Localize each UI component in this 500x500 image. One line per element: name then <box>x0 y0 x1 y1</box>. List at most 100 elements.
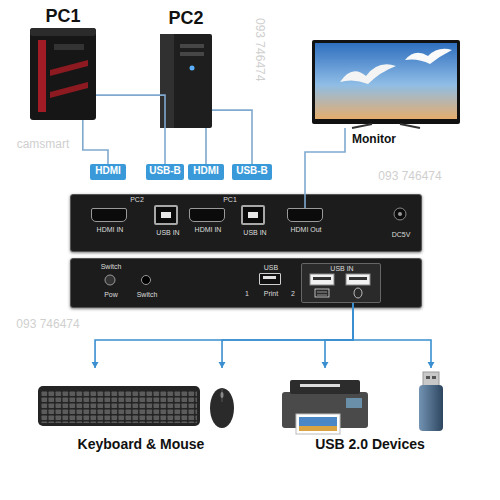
cable-line <box>96 95 165 164</box>
cable-path <box>212 110 252 164</box>
node-label: USB IN <box>231 229 279 237</box>
printer-paper <box>300 384 340 387</box>
node-label: Switch <box>93 263 129 271</box>
monitor-bezel <box>312 40 460 124</box>
node-label: USB IN <box>144 229 192 237</box>
usb-stick-plug <box>423 372 439 386</box>
usb-a-port <box>310 274 334 285</box>
node-label: Monitor <box>352 133 412 147</box>
dc-jack <box>394 208 406 220</box>
node-label: USB-B <box>232 165 272 177</box>
keyboard <box>38 386 200 426</box>
printer-lid <box>290 380 360 394</box>
cable-path <box>83 120 108 164</box>
arrow-head <box>322 362 329 368</box>
dc-jack-pin <box>398 212 402 216</box>
computer-tower: PC1 <box>30 28 96 120</box>
keyboard-icon-keys <box>317 292 327 295</box>
usb-b-port: USB IN <box>241 205 265 225</box>
usb-b-port: USB IN <box>154 205 178 225</box>
usb-plug-hole <box>432 376 436 379</box>
keyboard-icon <box>315 289 329 297</box>
printer-body <box>282 392 368 428</box>
mouse <box>210 388 234 428</box>
usb-plug-hole <box>426 376 430 379</box>
node-label: USB-B <box>146 165 184 177</box>
arrow-head <box>92 362 99 368</box>
computer-tower: PC2 <box>160 34 212 128</box>
cable-path <box>222 303 353 368</box>
pc-red-strip <box>38 40 46 112</box>
mouse-seam <box>222 389 223 402</box>
node-label: HDMI IN <box>184 226 232 234</box>
photo-ground <box>299 426 337 431</box>
hdmi-port: HDMI Out <box>287 208 323 222</box>
cable-tag: USB-B <box>146 164 184 180</box>
mouse-wheel <box>221 392 224 398</box>
cable-tag: USB-B <box>232 164 272 180</box>
mouse-icon <box>354 288 362 298</box>
photo-sky <box>299 417 337 426</box>
usb-port: USBPrint <box>259 273 281 285</box>
cable-path <box>205 128 207 164</box>
monitor: Monitor <box>312 40 460 128</box>
cable-path <box>353 303 431 368</box>
node-label: USB IN <box>302 265 382 273</box>
cable-path <box>305 128 345 208</box>
cable-line <box>83 120 108 164</box>
printer-screen <box>346 398 362 408</box>
usb-a-tongue <box>349 277 367 280</box>
watermark: 093 746474 <box>8 318 88 332</box>
usb-port-group: USB IN <box>301 263 381 303</box>
cable-line <box>92 303 353 368</box>
device-group: USB 2.0 Devices <box>270 368 470 468</box>
cable-line <box>212 110 252 164</box>
cable-path <box>325 303 353 368</box>
pc-red-accent <box>50 82 88 98</box>
usb-a-tongue <box>313 277 331 280</box>
pc-red-accent <box>50 60 88 76</box>
usb-a-port <box>346 274 370 285</box>
seagull <box>405 49 452 64</box>
switch-button <box>105 275 115 285</box>
hdmi-port: HDMI IN <box>189 208 225 222</box>
cable-line <box>305 128 345 208</box>
photo-print <box>296 414 340 434</box>
usb-stick-body <box>419 385 443 431</box>
cable-path <box>95 303 353 368</box>
watermark: 093 746474 <box>370 170 450 184</box>
node-label: DC5V <box>387 231 415 239</box>
node-label: Print <box>253 290 289 298</box>
kvm-back-panel: PC2PC1DC5VHDMI INUSB INHDMI INUSB INHDMI… <box>70 194 422 252</box>
hdmi-port: HDMI IN <box>91 208 127 222</box>
node-label: USB <box>256 264 286 272</box>
watermark: 093 746474 <box>252 18 266 81</box>
pc-tower-body <box>160 34 212 128</box>
pc-drive-bay <box>180 44 204 48</box>
watermark: camsmart <box>8 138 78 152</box>
pc-tower-body <box>30 28 96 120</box>
node-label: PC2 <box>151 8 221 29</box>
keyboard-keys <box>41 391 197 423</box>
node-label: Pow <box>93 291 129 299</box>
node-label: Keyboard & Mouse <box>30 436 252 452</box>
node-label: HDMI Out <box>282 226 330 234</box>
node-label: PC1 <box>217 196 243 204</box>
cable-line <box>206 128 207 164</box>
kvm-front-panel: SwitchPowSwitchUSBPrintUSB IN <box>70 258 422 308</box>
pc-tower-top <box>30 28 96 36</box>
node-label: HDMI IN <box>86 226 134 234</box>
cable-path <box>96 95 165 164</box>
node-label: PC1 <box>28 6 98 27</box>
node-label: HDMI <box>188 165 224 177</box>
node-label: USB 2.0 Devices <box>270 436 470 452</box>
pc-tower-side <box>160 34 174 128</box>
power-led <box>190 66 195 71</box>
node-label: Switch <box>129 291 165 299</box>
switch-jack <box>142 276 151 285</box>
cable-tag: HDMI <box>188 164 224 180</box>
cable-tag: HDMI <box>90 164 126 180</box>
device-group: Keyboard & Mouse <box>30 368 252 460</box>
